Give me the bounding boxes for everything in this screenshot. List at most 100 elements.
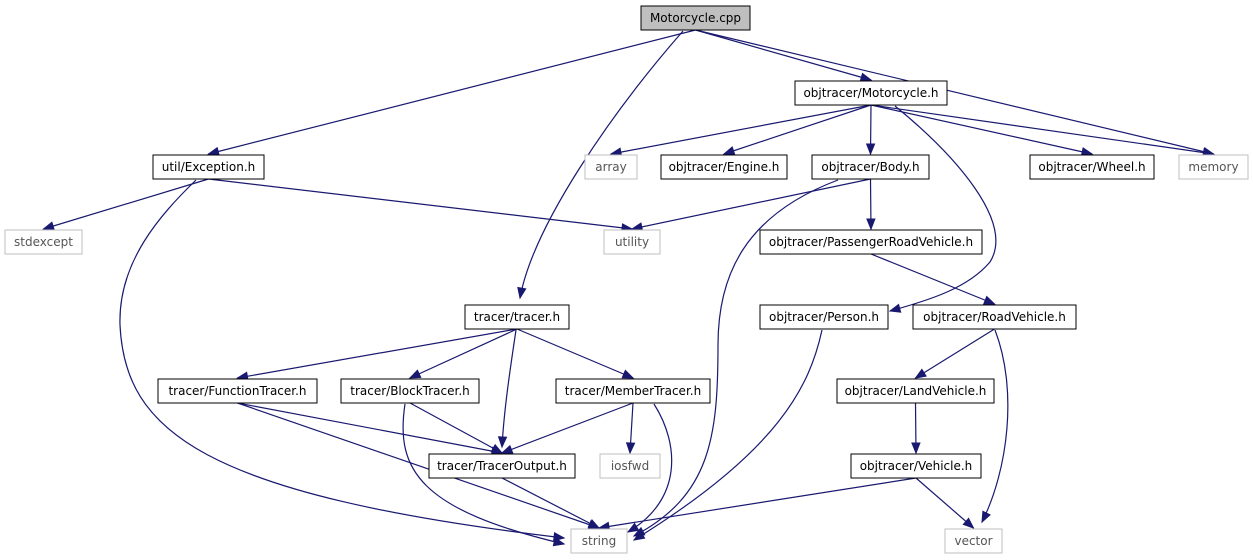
edge-objtracer-person-h-to-string [632, 329, 823, 541]
edge-tracer-functiontracer-h-to-tracer-traceroutput-h [237, 402, 504, 456]
node-box [759, 304, 889, 330]
node-label: stdexcept [14, 235, 73, 249]
node-tracer-blocktracer-h[interactable]: tracer/BlockTracer.h [340, 378, 480, 404]
node-vector: vector [944, 528, 1003, 554]
node-box [340, 378, 480, 404]
node-box [555, 378, 711, 404]
node-label: string [582, 534, 616, 548]
node-objtracer-roadvehicle-h[interactable]: objtracer/RoadVehicle.h [912, 304, 1077, 330]
node-objtracer-engine-h[interactable]: objtracer/Engine.h [660, 154, 788, 180]
node-box [603, 229, 661, 255]
node-label: tracer/TracerOutput.h [437, 459, 567, 473]
node-objtracer-body-h[interactable]: objtracer/Body.h [811, 154, 930, 180]
node-box [850, 453, 982, 479]
edge-motorcycle-cpp-to-util-exception-h [207, 29, 696, 157]
node-objtracer-wheel-h[interactable]: objtracer/Wheel.h [1029, 154, 1155, 180]
node-motorcycle-cpp[interactable]: Motorcycle.cpp [640, 5, 751, 31]
node-label: vector [954, 534, 992, 548]
edge-layer [42, 29, 1215, 547]
node-label: objtracer/Motorcycle.h [803, 86, 938, 100]
node-box [570, 528, 628, 554]
node-box [794, 80, 948, 106]
edge-tracer-membertracer-h-to-tracer-traceroutput-h [500, 402, 634, 454]
node-label: tracer/MemberTracer.h [565, 384, 701, 398]
node-label: tracer/BlockTracer.h [350, 384, 470, 398]
node-string: string [570, 528, 628, 554]
node-label: objtracer/Vehicle.h [860, 459, 973, 473]
node-box [584, 154, 638, 180]
node-box [152, 154, 265, 180]
edge-tracer-tracer-h-to-tracer-traceroutput-h [497, 329, 517, 449]
node-label: Motorcycle.cpp [650, 11, 741, 25]
node-box [811, 154, 930, 180]
edge-objtracer-motorcycle-h-to-objtracer-wheel-h [870, 104, 1094, 157]
edge-tracer-membertracer-h-to-string [626, 403, 673, 533]
edge-objtracer-vehicle-h-to-vector [915, 477, 975, 529]
edge-objtracer-roadvehicle-h-to-objtracer-landvehicle-h [914, 328, 995, 379]
node-label: objtracer/Person.h [769, 310, 879, 324]
edge-objtracer-landvehicle-h-to-objtracer-vehicle-h [911, 402, 921, 455]
edge-objtracer-body-h-to-utility [630, 178, 871, 232]
node-tracer-functiontracer-h[interactable]: tracer/FunctionTracer.h [157, 378, 318, 404]
node-box [759, 229, 983, 255]
node-objtracer-vehicle-h[interactable]: objtracer/Vehicle.h [850, 453, 982, 479]
node-label: array [595, 160, 626, 174]
node-objtracer-person-h[interactable]: objtracer/Person.h [759, 304, 889, 330]
edge-objtracer-vehicle-h-to-string [597, 477, 917, 532]
node-label: util/Exception.h [162, 160, 256, 174]
node-label: memory [1188, 160, 1238, 174]
node-box [660, 154, 788, 180]
node-label: objtracer/PassengerRoadVehicle.h [769, 235, 973, 249]
node-utility: utility [603, 229, 661, 255]
node-label: tracer/FunctionTracer.h [168, 384, 306, 398]
edge-util-exception-h-to-stdexcept [42, 178, 209, 231]
node-label: objtracer/Wheel.h [1038, 160, 1145, 174]
node-box [1178, 154, 1249, 180]
node-label: objtracer/LandVehicle.h [845, 384, 987, 398]
node-label: iosfwd [611, 459, 649, 473]
node-box [836, 378, 995, 404]
node-stdexcept: stdexcept [4, 229, 83, 255]
node-layer: Motorcycle.cpp objtracer/Motorcycle.h util… [4, 5, 1249, 554]
edge-objtracer-body-h-to-objtracer-passengerroadvehicle-h [866, 178, 876, 231]
node-objtracer-landvehicle-h[interactable]: objtracer/LandVehicle.h [836, 378, 995, 404]
node-box [1029, 154, 1155, 180]
edge-objtracer-motorcycle-h-to-objtracer-body-h [865, 104, 876, 156]
edge-objtracer-motorcycle-h-to-objtracer-person-h [888, 105, 997, 313]
node-objtracer-motorcycle-h[interactable]: objtracer/Motorcycle.h [794, 80, 948, 106]
node-label: utility [615, 235, 649, 249]
edge-motorcycle-cpp-to-memory [695, 29, 1215, 157]
node-box [640, 5, 751, 31]
edge-objtracer-motorcycle-h-to-objtracer-engine-h [722, 104, 872, 156]
edge-motorcycle-cpp-to-tracer-tracer-h [517, 30, 684, 300]
node-label: objtracer/RoadVehicle.h [923, 310, 1066, 324]
node-box [944, 528, 1003, 554]
node-box [599, 453, 661, 479]
node-box [464, 304, 570, 330]
node-box [912, 304, 1077, 330]
edge-tracer-traceroutput-h-to-string [501, 477, 601, 529]
node-label: objtracer/Engine.h [669, 160, 780, 174]
node-tracer-traceroutput-h[interactable]: tracer/TracerOutput.h [428, 453, 576, 479]
edge-objtracer-passengerroadvehicle-h-to-objtracer-roadvehicle-h [870, 253, 996, 305]
node-iosfwd: iosfwd [599, 453, 661, 479]
node-box [428, 453, 576, 479]
node-box [4, 229, 83, 255]
edge-util-exception-h-to-string [119, 179, 566, 542]
node-tracer-tracer-h[interactable]: tracer/tracer.h [464, 304, 570, 330]
node-label: tracer/tracer.h [474, 310, 560, 324]
node-array: array [584, 154, 638, 180]
node-memory: memory [1178, 154, 1249, 180]
edge-tracer-blocktracer-h-to-tracer-traceroutput-h [409, 402, 504, 454]
node-box [157, 378, 318, 404]
edge-tracer-tracer-h-to-tracer-blocktracer-h [408, 328, 518, 379]
node-objtracer-passengerroadvehicle-h[interactable]: objtracer/PassengerRoadVehicle.h [759, 229, 983, 255]
edge-tracer-tracer-h-to-tracer-functiontracer-h [236, 328, 518, 381]
node-tracer-membertracer-h[interactable]: tracer/MemberTracer.h [555, 378, 711, 404]
node-util-exception-h[interactable]: util/Exception.h [152, 154, 265, 180]
edge-tracer-tracer-h-to-tracer-membertracer-h [516, 328, 635, 379]
edge-tracer-membertracer-h-to-iosfwd [625, 402, 636, 455]
edge-tracer-blocktracer-h-to-string [402, 403, 566, 547]
node-label: objtracer/Body.h [821, 160, 919, 174]
